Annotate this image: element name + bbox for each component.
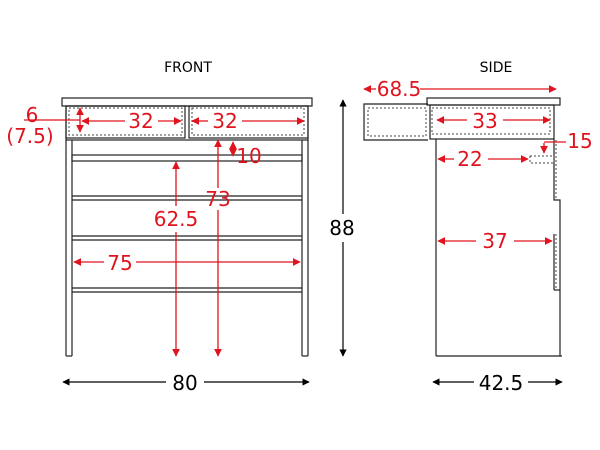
label-top-drawer-height: 6 <box>26 103 39 127</box>
label-total-width: 80 <box>172 371 197 395</box>
label-top-drawer-height-alt: (7.5) <box>6 124 53 148</box>
label-right-drawer-width: 32 <box>212 109 237 133</box>
label-total-height: 88 <box>329 216 354 240</box>
top-left-drawer <box>68 107 183 136</box>
label-opening-height: 73 <box>205 187 230 211</box>
label-left-drawer-width: 32 <box>128 109 153 133</box>
front-title: FRONT <box>164 60 212 76</box>
label-total-depth: 42.5 <box>479 371 524 395</box>
side-title: SIDE <box>480 60 513 76</box>
label-inner-height: 62.5 <box>154 207 199 231</box>
label-rail-height: 15 <box>567 129 592 153</box>
label-gap-height: 10 <box>236 144 261 168</box>
label-rail-depth: 22 <box>457 147 482 171</box>
front-cabinet <box>61 97 313 357</box>
label-pullout-depth: 68.5 <box>377 77 422 101</box>
label-drawer-depth: 33 <box>472 109 497 133</box>
label-shelf-depth: 37 <box>482 229 507 253</box>
side-cabinet <box>363 97 562 357</box>
label-inner-width: 75 <box>107 251 132 275</box>
